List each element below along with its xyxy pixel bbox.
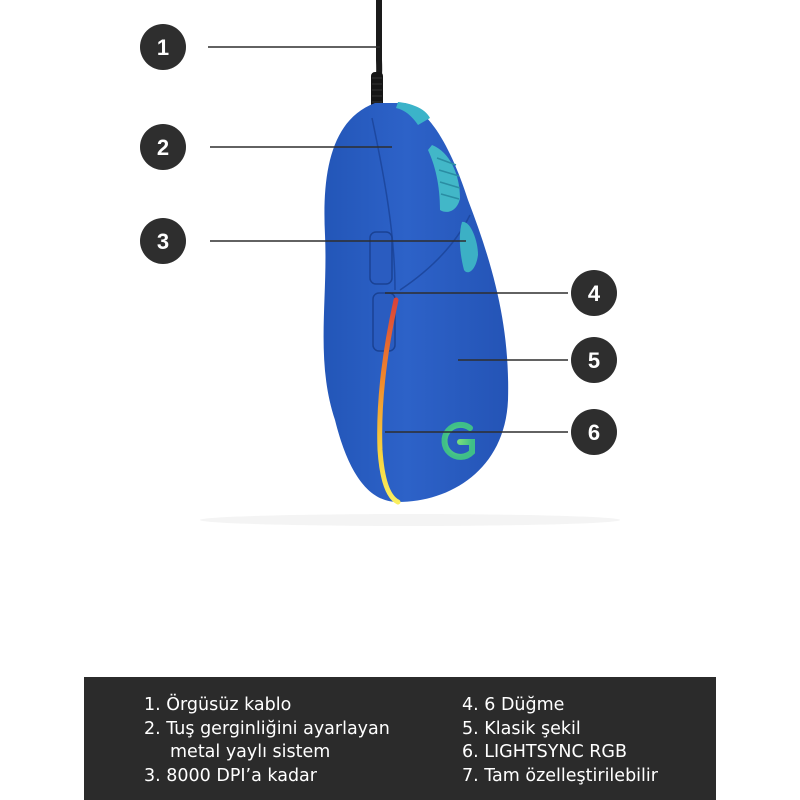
mouse-front-accent [396, 102, 430, 125]
legend-item-6: 6. LIGHTSYNC RGB [462, 742, 627, 762]
svg-text:4: 4 [588, 281, 601, 306]
rgb-light-strip [377, 297, 401, 505]
legend-item-5: 5. Klasik şekil [462, 718, 581, 739]
svg-text:1: 1 [157, 35, 169, 60]
dpi-button [459, 221, 478, 273]
svg-text:6: 6 [588, 420, 600, 445]
callout-badge-2: 2 [140, 124, 186, 170]
scroll-wheel [428, 145, 461, 212]
callout-badge-5: 5 [571, 337, 617, 383]
legend-item-2: 2. Tuş gerginliğini ayarlayan [144, 718, 390, 739]
legend-right-column: 4. 6 Düğme 5. Klasik şekil 6. LIGHTSYNC … [462, 694, 712, 788]
svg-text:2: 2 [157, 135, 169, 160]
legend-item-7: 7. Tam özelleştirilebilir [462, 765, 658, 786]
callout-badge-1: 1 [140, 24, 186, 70]
left-button-seam [371, 117, 396, 291]
svg-text:3: 3 [157, 229, 169, 254]
feature-legend: 1. Örgüsüz kablo 2. Tuş gerginliğini aya… [84, 677, 716, 800]
cable-strain-relief [371, 72, 383, 110]
callout-badge-3: 3 [140, 218, 186, 264]
side-button-forward [369, 231, 393, 285]
callout-badge-4: 4 [571, 270, 617, 316]
legend-item-2-continued: metal yaylı sistem [170, 742, 331, 762]
surface-shadow [200, 514, 620, 526]
legend-item-3: 3. 8000 DPI’a kadar [144, 765, 317, 786]
mouse-body [323, 103, 509, 502]
svg-text:5: 5 [588, 348, 600, 373]
callout-badge-6: 6 [571, 409, 617, 455]
legend-item-1: 1. Örgüsüz kablo [144, 695, 292, 715]
mouse-diagram: 1 2 3 4 5 6 [140, 0, 620, 526]
legend-item-4: 4. 6 Düğme [462, 695, 565, 715]
g-logo-icon [441, 421, 475, 460]
legend-left-column: 1. Örgüsüz kablo 2. Tuş gerginliğini aya… [144, 694, 444, 788]
